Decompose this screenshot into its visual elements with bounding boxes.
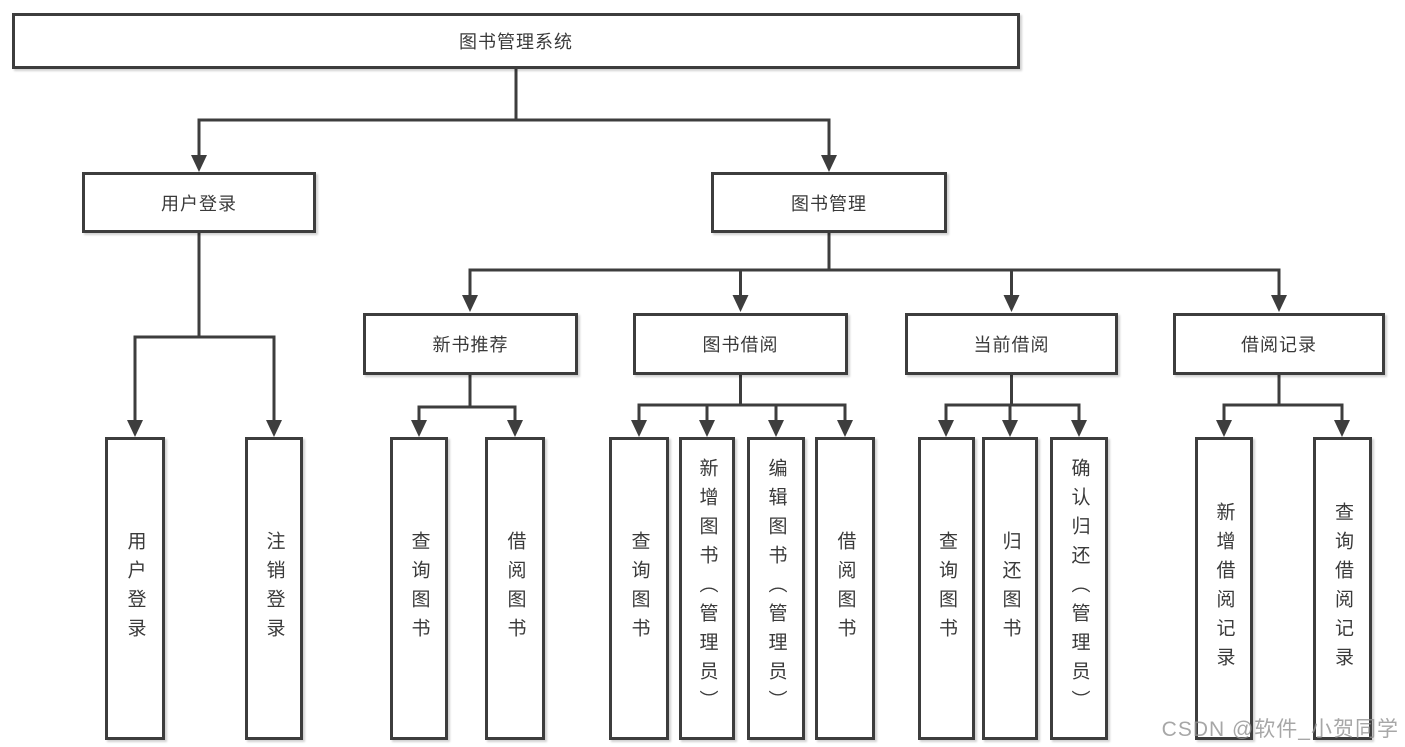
node-label: 查询图书 bbox=[408, 530, 430, 647]
leaf-confirm-return-admin: 确认归还（管理员） bbox=[1050, 437, 1108, 740]
node-label: 新增图书（管理员） bbox=[696, 458, 718, 719]
leaf-edit-books-admin: 编辑图书（管理员） bbox=[747, 437, 805, 740]
node-label: 图书管理系统 bbox=[459, 32, 573, 52]
connector-book-borrow-to-leaves bbox=[637, 375, 847, 423]
node-label: 注销登录 bbox=[263, 530, 285, 647]
leaf-query-books: 查询图书 bbox=[390, 437, 448, 740]
node-label: 新书推荐 bbox=[432, 335, 509, 355]
node-label: 借阅记录 bbox=[1241, 335, 1317, 355]
node-label: 查询图书 bbox=[936, 530, 957, 647]
node-user-login: 用户登录 bbox=[82, 172, 316, 233]
leaf-logout: 注销登录 bbox=[245, 437, 303, 740]
leaf-return-books: 归还图书 bbox=[982, 437, 1038, 740]
leaf-query-books: 查询图书 bbox=[918, 437, 975, 740]
csdn-watermark: CSDN @软件_小贺同学 bbox=[1161, 718, 1399, 741]
node-label: 当前借阅 bbox=[973, 335, 1050, 355]
leaf-borrow-books: 借阅图书 bbox=[485, 437, 545, 740]
connector-root-to-level1 bbox=[197, 69, 831, 158]
node-label: 借阅图书 bbox=[504, 530, 526, 647]
node-label: 新增借阅记录 bbox=[1213, 501, 1235, 676]
node-label: 图书借阅 bbox=[702, 335, 779, 355]
node-book-borrowing: 图书借阅 bbox=[633, 313, 848, 375]
node-label: 查询借阅记录 bbox=[1332, 501, 1353, 676]
leaf-add-books-admin: 新增图书（管理员） bbox=[679, 437, 735, 740]
node-label: 用户登录 bbox=[161, 193, 237, 214]
node-label: 用户登录 bbox=[124, 530, 146, 647]
connector-new-book-to-leaves bbox=[417, 375, 517, 423]
leaf-add-borrow-record: 新增借阅记录 bbox=[1195, 437, 1253, 740]
leaf-query-borrow-record: 查询借阅记录 bbox=[1313, 437, 1372, 740]
leaf-query-books: 查询图书 bbox=[609, 437, 669, 740]
connector-current-borrow-to-leaves bbox=[944, 375, 1081, 423]
node-label: 查询图书 bbox=[628, 530, 650, 647]
connector-user-login-to-leaves bbox=[133, 233, 276, 423]
node-label: 借阅图书 bbox=[834, 530, 856, 647]
arrowheads bbox=[127, 155, 1350, 437]
connector-borrow-records-to-leaves bbox=[1222, 375, 1344, 423]
node-current-borrowing: 当前借阅 bbox=[905, 313, 1118, 375]
node-label: 归还图书 bbox=[999, 530, 1021, 647]
node-new-book-recommend: 新书推荐 bbox=[363, 313, 578, 375]
node-label: 确认归还（管理员） bbox=[1068, 458, 1090, 719]
node-label: 图书管理 bbox=[791, 193, 867, 214]
node-book-management: 图书管理 bbox=[711, 172, 947, 233]
connector-book-mgmt-to-level2 bbox=[468, 233, 1281, 298]
leaf-user-login: 用户登录 bbox=[105, 437, 165, 740]
node-borrowing-records: 借阅记录 bbox=[1173, 313, 1385, 375]
leaf-borrow-books: 借阅图书 bbox=[815, 437, 875, 740]
node-book-management-system: 图书管理系统 bbox=[12, 13, 1020, 69]
node-label: 编辑图书（管理员） bbox=[765, 458, 787, 719]
